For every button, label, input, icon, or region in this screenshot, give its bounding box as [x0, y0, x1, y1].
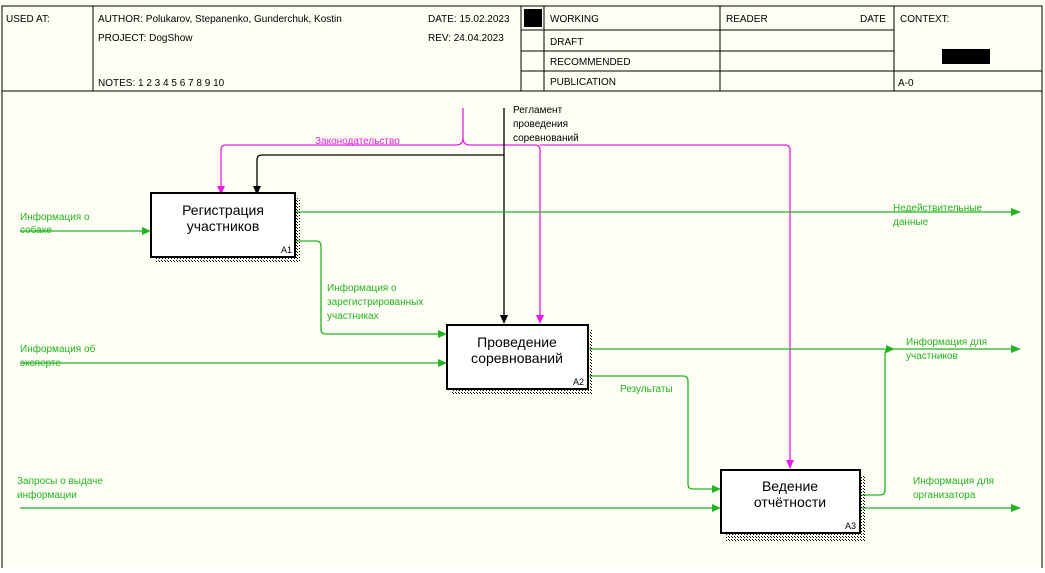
label-info-organizer-2: организатора [913, 490, 976, 501]
label-reglament-1: Регламент [513, 105, 563, 116]
label-info-dog-2: собаке [20, 224, 52, 236]
label-reglament-3: соревнований [513, 133, 579, 144]
label-requests-1: Запросы о выдаче [17, 476, 103, 487]
label-info-expert-1: Информация об [20, 343, 96, 355]
label-reglament-2: проведения [513, 119, 568, 130]
law-arrow-a2 [462, 137, 541, 317]
box-a2-title-line2: соревнований [471, 350, 563, 366]
box-a3-title-line2: отчётности [754, 494, 826, 510]
box-a2[interactable]: Проведение соревнований A2 [446, 324, 593, 394]
law-arrows [220, 108, 791, 462]
status-recommended: RECOMMENDED [550, 57, 631, 68]
author-label: AUTHOR: Polukarov, Stepanenko, Gunderchu… [98, 14, 342, 25]
header-frame [1, 5, 1043, 92]
box-a3-title-line1: Ведение [762, 478, 818, 494]
label-info-participants-2: участников [906, 351, 958, 362]
arrow-a3-to-participants [860, 348, 891, 496]
box-a3[interactable]: Ведение отчётности A3 [720, 469, 865, 542]
label-info-organizer-1: Информация для [913, 475, 994, 487]
reglament-arrow-a1 [256, 154, 504, 188]
arrow-labels: Законодательство Регламент проведения со… [17, 105, 994, 501]
used-at-label: USED AT: [6, 14, 50, 25]
label-results: Результаты [620, 384, 673, 395]
status-draft: DRAFT [550, 37, 583, 48]
label-info-participants-1: Информация для [906, 336, 987, 348]
box-a1-number: A1 [281, 245, 292, 255]
label-registered-1: Информация о [327, 282, 397, 294]
green-arrowheads [142, 208, 1021, 512]
label-invalid-1: Недействительные [893, 203, 982, 214]
context-label: CONTEXT: [900, 14, 949, 25]
header-text: USED AT: AUTHOR: Polukarov, Stepanenko, … [6, 14, 949, 89]
label-law: Законодательство [315, 136, 400, 147]
box-a2-title-line1: Проведение [477, 334, 557, 350]
rev-label: REV: 24.04.2023 [428, 33, 504, 44]
status-publication: PUBLICATION [550, 77, 616, 88]
date-label: DATE: 15.02.2023 [428, 14, 510, 25]
law-arrow-a3 [540, 144, 791, 462]
label-registered-2: зарегистрированных [327, 297, 423, 308]
notes-label: NOTES: 1 2 3 4 5 6 7 8 9 10 [98, 78, 225, 89]
arrow-results [588, 375, 713, 490]
project-label: PROJECT: DogShow [98, 33, 193, 44]
reader-date-label: DATE [860, 14, 886, 25]
label-info-dog-1: Информация о [20, 211, 90, 223]
context-thumbnail [942, 49, 990, 64]
law-arrow-a1 [220, 108, 464, 188]
label-invalid-2: данные [893, 217, 929, 228]
label-info-expert-2: эксперте [20, 358, 61, 369]
green-arrows [20, 211, 1012, 509]
box-a3-number: A3 [845, 521, 856, 531]
label-registered-3: участниках [327, 311, 379, 322]
box-a1-title-line2: участников [187, 218, 260, 234]
reader-label: READER [726, 14, 768, 25]
law-arrowheads [217, 186, 794, 469]
label-requests-2: информации [17, 489, 77, 501]
box-a1-title-line1: Регистрация [182, 202, 264, 218]
working-marker [524, 9, 542, 27]
reglament-arrowheads [253, 186, 508, 324]
status-working: WORKING [550, 14, 599, 25]
node-label: A-0 [898, 78, 914, 89]
box-a2-number: A2 [573, 377, 584, 387]
box-a1[interactable]: Регистрация участников A1 [150, 192, 300, 262]
arrow-registered [294, 240, 439, 335]
